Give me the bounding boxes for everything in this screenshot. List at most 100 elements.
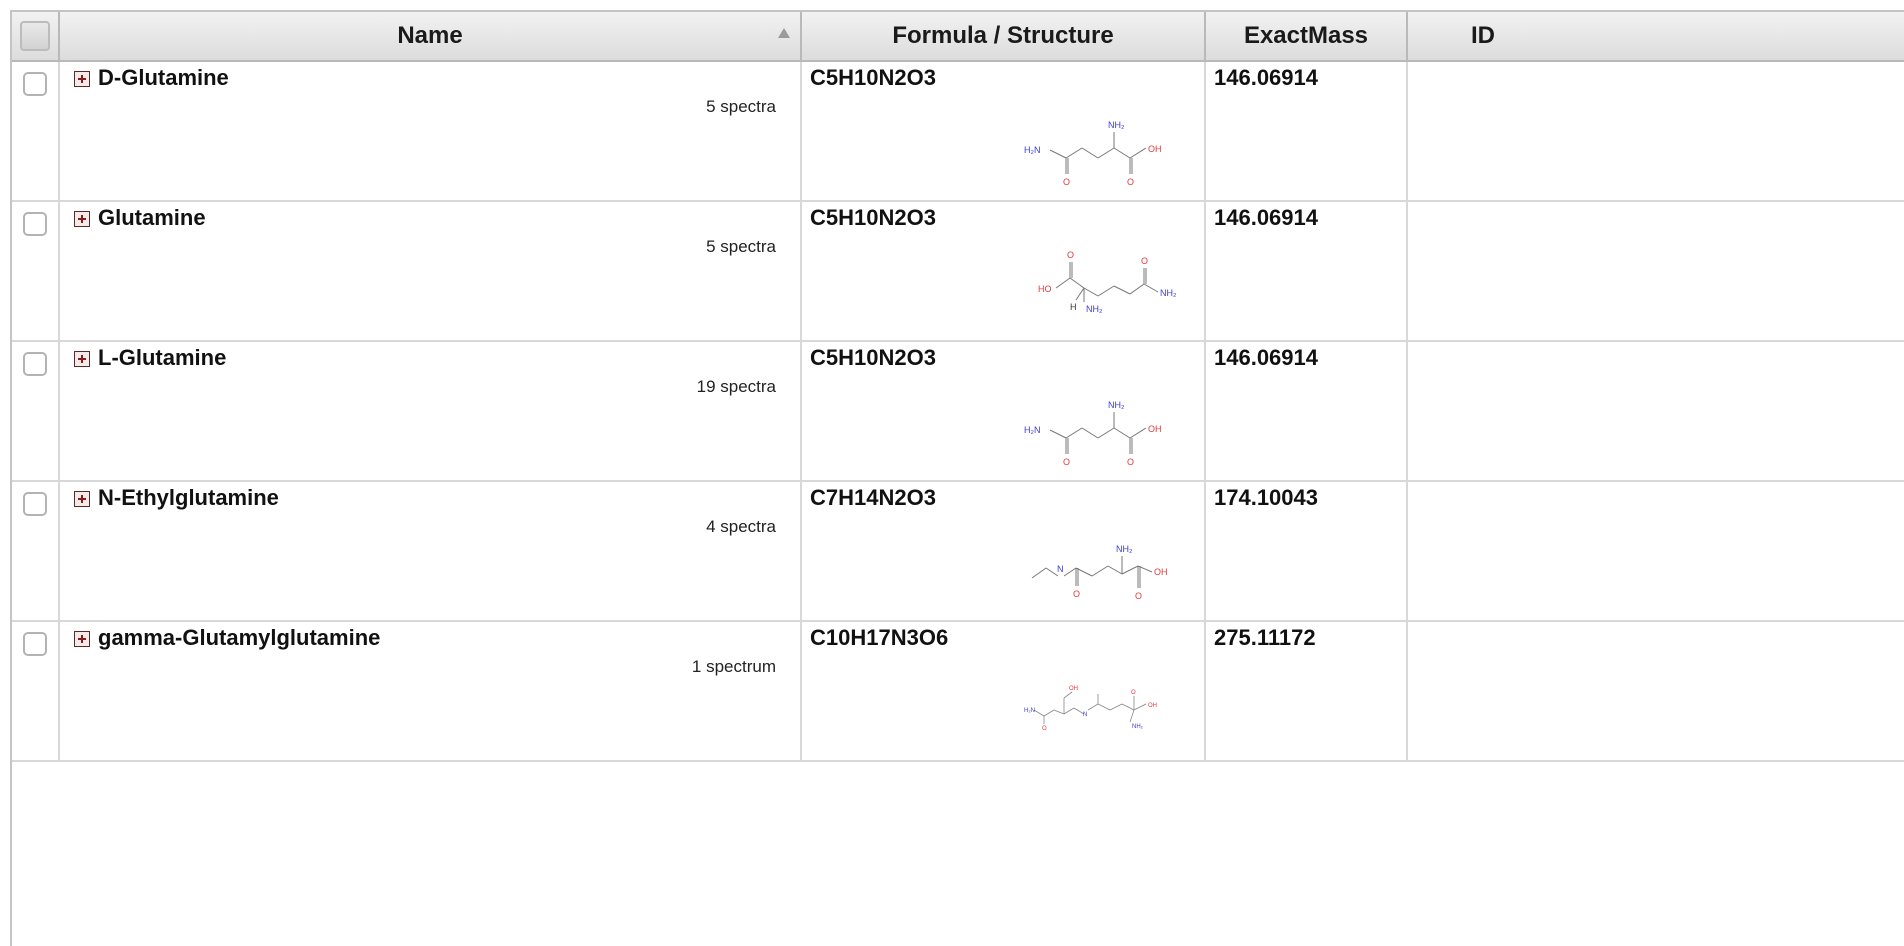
column-header-id[interactable]: ID <box>1408 12 1904 60</box>
spectra-count: 5 spectra <box>706 237 776 256</box>
row-checkbox[interactable] <box>23 352 47 376</box>
column-header-formula[interactable]: Formula / Structure <box>802 12 1206 60</box>
structure-label: OH <box>1154 567 1168 577</box>
structure-label: N <box>1057 564 1064 574</box>
structure-image: H₂N NH₂ OH O O <box>1024 400 1162 467</box>
row-select-cell <box>12 622 60 760</box>
column-header-id-label: ID <box>1471 22 1495 49</box>
compound-name[interactable]: N-Ethylglutamine <box>98 485 279 510</box>
structure-label: O <box>1042 726 1047 732</box>
sort-ascending-icon[interactable] <box>778 28 790 38</box>
formula-text: C5H10N2O3 <box>810 205 936 230</box>
row-checkbox[interactable] <box>23 632 47 656</box>
column-header-exactmass[interactable]: ExactMass <box>1206 12 1408 60</box>
formula-cell: C5H10N2O3 H₂N NH₂ OH O O <box>802 62 1206 200</box>
column-header-name-label: Name <box>397 22 463 49</box>
formula-cell: C5H10N2O3 HO O O NH₂ H NH₂ <box>802 202 1206 340</box>
structure-label: NH₂ <box>1108 400 1125 410</box>
structure-label: NH₂ <box>1086 304 1103 314</box>
structure-image: H₂N OH N O OH NH₂ O <box>1024 686 1157 732</box>
name-cell: Glutamine 5 spectra <box>60 202 802 340</box>
mass-cell: 275.11172 <box>1206 622 1408 760</box>
expand-icon[interactable] <box>74 211 90 227</box>
structure-label: O <box>1127 177 1134 187</box>
structure-label: NH₂ <box>1116 544 1133 554</box>
table-row[interactable]: L-Glutamine 19 spectra C5H10N2O3 H₂N NH₂… <box>12 342 1904 482</box>
structure-image: H₂N NH₂ OH O O <box>1024 120 1162 187</box>
exact-mass: 146.06914 <box>1214 345 1318 370</box>
structure-image: HO O O NH₂ H NH₂ <box>1038 250 1177 314</box>
row-checkbox[interactable] <box>23 212 47 236</box>
table-row[interactable]: Glutamine 5 spectra C5H10N2O3 HO O O NH₂ <box>12 202 1904 342</box>
compound-name[interactable]: L-Glutamine <box>98 345 227 370</box>
mass-cell: 146.06914 <box>1206 62 1408 200</box>
name-cell: L-Glutamine 19 spectra <box>60 342 802 480</box>
structure-label: O <box>1141 256 1148 266</box>
expand-icon[interactable] <box>74 71 90 87</box>
structure-label: H₂N <box>1024 145 1041 155</box>
formula-text: C7H14N2O3 <box>810 485 936 510</box>
structure-label: O <box>1067 250 1074 260</box>
formula-text: C5H10N2O3 <box>810 345 936 370</box>
structure-label: O <box>1063 177 1070 187</box>
row-checkbox[interactable] <box>23 72 47 96</box>
formula-cell: C7H14N2O3 N NH₂ OH O O <box>802 482 1206 620</box>
exact-mass: 146.06914 <box>1214 65 1318 90</box>
structure-label: H₂N <box>1024 425 1041 435</box>
structure-label: NH₂ <box>1132 724 1144 730</box>
name-cell: D-Glutamine 5 spectra <box>60 62 802 200</box>
results-grid: Name Formula / Structure ExactMass ID D-… <box>10 10 1904 946</box>
structure-label: N <box>1083 712 1087 718</box>
structure-label: H <box>1070 302 1077 312</box>
grid-header: Name Formula / Structure ExactMass ID <box>12 12 1904 62</box>
structure-image: N NH₂ OH O O <box>1031 544 1168 601</box>
formula-cell: C10H17N3O6 H₂N OH N O OH NH₂ O <box>802 622 1206 760</box>
mass-cell: 146.06914 <box>1206 202 1408 340</box>
spectra-count: 19 spectra <box>696 377 776 396</box>
name-cell: N-Ethylglutamine 4 spectra <box>60 482 802 620</box>
spectra-count: 4 spectra <box>706 517 776 536</box>
column-header-name[interactable]: Name <box>60 12 802 60</box>
id-cell <box>1408 482 1904 620</box>
formula-text: C10H17N3O6 <box>810 625 949 650</box>
select-all-checkbox[interactable] <box>20 21 50 51</box>
spectra-count: 1 spectrum <box>691 657 776 676</box>
table-row[interactable]: N-Ethylglutamine 4 spectra C7H14N2O3 N N… <box>12 482 1904 622</box>
table-row[interactable]: gamma-Glutamylglutamine 1 spectrum C10H1… <box>12 622 1904 762</box>
id-cell <box>1408 622 1904 760</box>
compound-name[interactable]: gamma-Glutamylglutamine <box>98 625 381 650</box>
structure-label: O <box>1073 589 1080 599</box>
compound-name[interactable]: Glutamine <box>98 205 206 230</box>
structure-label: OH <box>1148 424 1162 434</box>
row-select-cell <box>12 202 60 340</box>
id-cell <box>1408 202 1904 340</box>
mass-cell: 146.06914 <box>1206 342 1408 480</box>
structure-label: O <box>1063 457 1070 467</box>
structure-label: O <box>1127 457 1134 467</box>
expand-icon[interactable] <box>74 491 90 507</box>
expand-icon[interactable] <box>74 351 90 367</box>
structure-label: HO <box>1038 284 1052 294</box>
structure-label: NH₂ <box>1108 120 1125 130</box>
column-header-formula-label: Formula / Structure <box>892 22 1114 49</box>
table-row[interactable]: D-Glutamine 5 spectra C5H10N2O3 H₂N NH₂ … <box>12 62 1904 202</box>
row-checkbox[interactable] <box>23 492 47 516</box>
structure-label: OH <box>1069 686 1078 692</box>
structure-label: OH <box>1148 144 1162 154</box>
formula-text: C5H10N2O3 <box>810 65 936 90</box>
structure-label: NH₂ <box>1160 288 1177 298</box>
structure-label: O <box>1131 690 1136 696</box>
exact-mass: 174.10043 <box>1214 485 1318 510</box>
exact-mass: 275.11172 <box>1214 625 1316 650</box>
id-cell <box>1408 342 1904 480</box>
column-header-exactmass-label: ExactMass <box>1243 22 1369 49</box>
compound-name[interactable]: D-Glutamine <box>98 65 229 90</box>
row-select-cell <box>12 342 60 480</box>
select-all-header[interactable] <box>12 12 60 60</box>
structure-label: O <box>1135 591 1142 601</box>
expand-icon[interactable] <box>74 631 90 647</box>
id-cell <box>1408 62 1904 200</box>
mass-cell: 174.10043 <box>1206 482 1408 620</box>
formula-cell: C5H10N2O3 H₂N NH₂ OH O O <box>802 342 1206 480</box>
exact-mass: 146.06914 <box>1214 205 1318 230</box>
